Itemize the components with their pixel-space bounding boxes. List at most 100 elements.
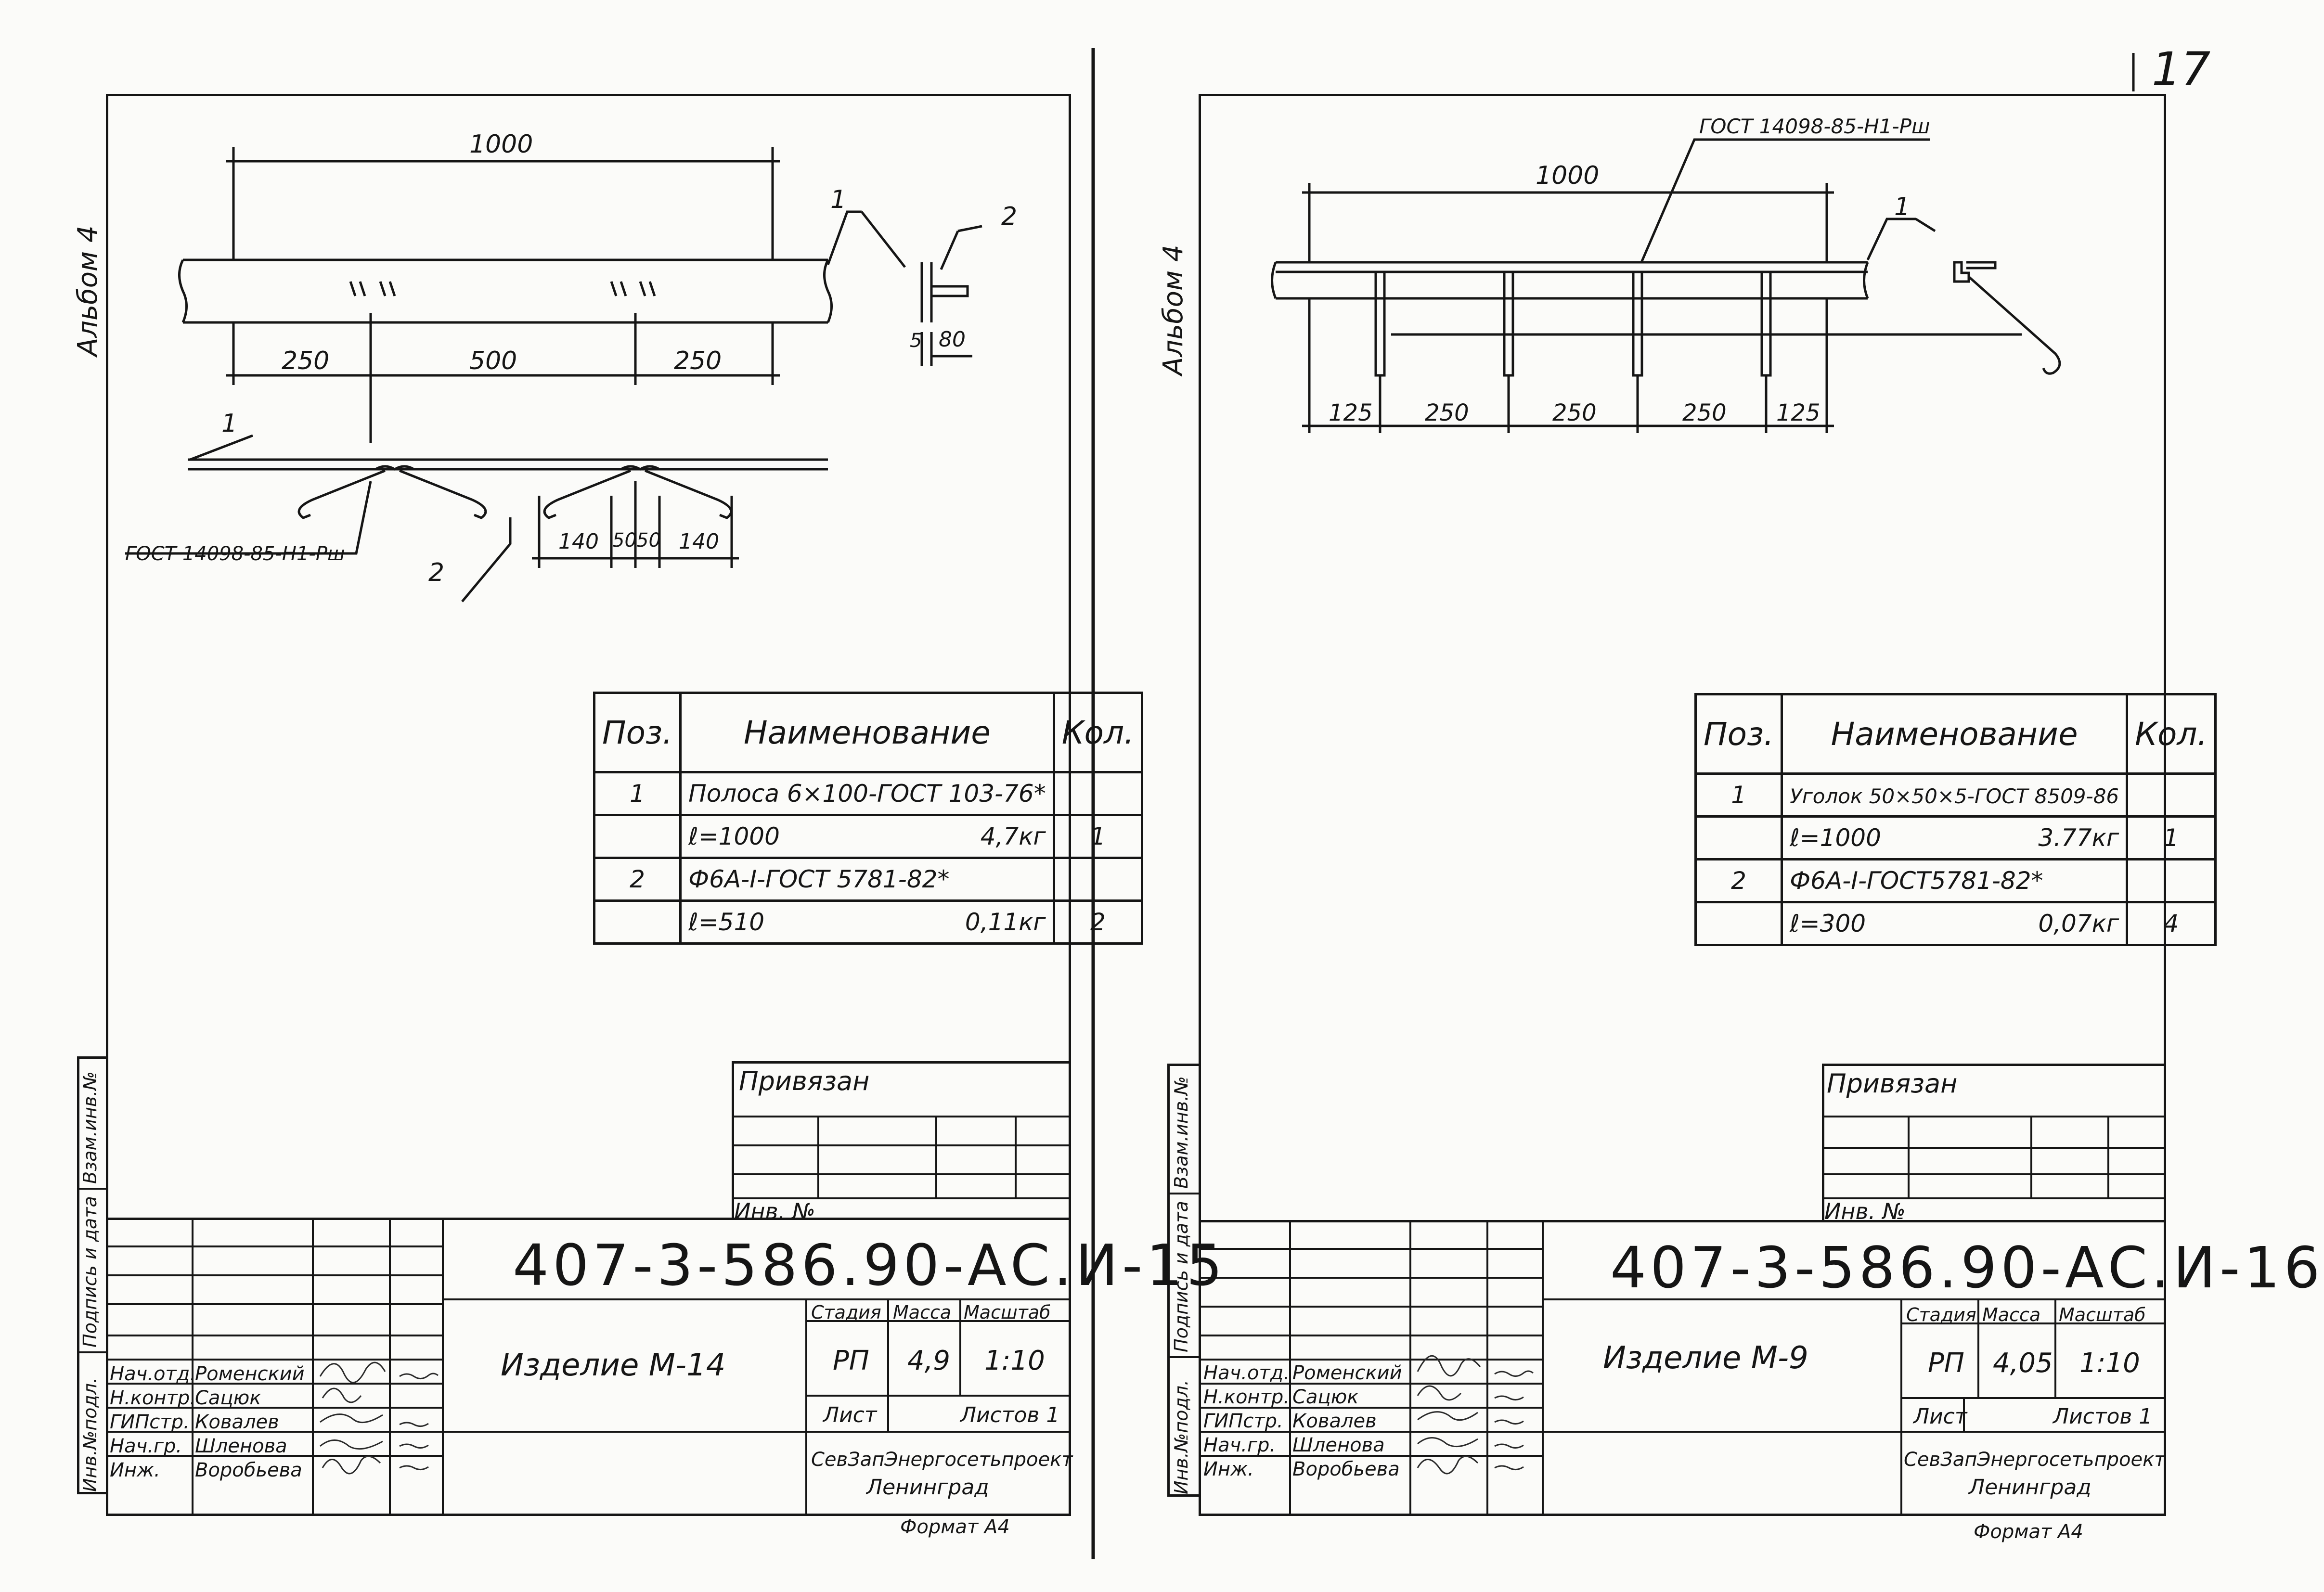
spec-header-name: Наименование [1781, 693, 2129, 775]
dim-anchor-3: 50 [636, 529, 661, 552]
spec-pos: 2 [593, 857, 682, 902]
name-0: Роменский [195, 1363, 305, 1385]
title-grid [1199, 1220, 2166, 1516]
spec-qty: 4 [2126, 901, 2217, 946]
stage-value: РП [833, 1345, 869, 1376]
stage-value: РП [1928, 1348, 1964, 1379]
spec-table: Поз. Наименование Кол. 1 Полоса 6×100-ГО… [593, 692, 1144, 945]
city-name: Ленинград [1969, 1475, 2092, 1500]
spec-pos: 1 [593, 771, 682, 816]
spec-header-qty: Кол. [2126, 693, 2217, 775]
table-row: 1 Уголок 50×50×5-ГОСТ 8509-86 [1694, 772, 2217, 818]
scale-label: Масштаб [964, 1302, 1051, 1323]
name-1: Сацюк [1292, 1386, 1359, 1408]
format-label: Формат А4 [900, 1516, 1010, 1538]
sidebar-lines [1167, 1193, 1201, 1358]
role-2: ГИПстр. [110, 1411, 190, 1433]
mass-label: Масса [893, 1302, 952, 1323]
page-number: 17 [2152, 42, 2211, 96]
name-3: Шленова [195, 1435, 287, 1457]
drawing-m9 [1271, 138, 2061, 433]
sheet-label: Лист [823, 1403, 877, 1427]
role-0: Нач.отд. [110, 1363, 196, 1385]
dim-bottom-3: 250 [674, 347, 722, 375]
mass-value: 4,9 [907, 1345, 951, 1376]
dim-bottom-1: 125 [1329, 399, 1373, 426]
sidebar-lines [77, 1188, 108, 1353]
privyazan-label: Привязан [1827, 1068, 1958, 1099]
spec-qty [1052, 771, 1144, 816]
spec-pos [593, 814, 682, 859]
spec-table: Поз. Наименование Кол. 1 Уголок 50×50×5-… [1694, 693, 2217, 946]
table-row: 2 Ф6А-I-ГОСТ 5781-82* [593, 857, 1144, 902]
callout-1: 1 [1894, 193, 1911, 221]
spec-header-qty: Кол. [1052, 692, 1144, 773]
name-2: Ковалев [195, 1411, 279, 1433]
spec-pos [1694, 815, 1783, 860]
spec-name-text: Ф6А-I-ГОСТ 5781-82* [688, 865, 950, 893]
dim-section-80: 80 [939, 327, 966, 352]
callout-1-strip: 1 [221, 409, 238, 438]
callout-2: 2 [1001, 202, 1018, 231]
role-0: Нач.отд. [1203, 1362, 1290, 1384]
stage-label: Стадия [1906, 1304, 1976, 1325]
spec-pos [1694, 901, 1783, 946]
spec-mass: 0,07кг [2038, 910, 2119, 937]
role-2: ГИПстр. [1203, 1410, 1283, 1432]
scale-value: 1:10 [2079, 1348, 2140, 1379]
drawing-m14 [125, 147, 982, 603]
spec-name-text: ℓ=300 [1790, 910, 1866, 937]
signatures [1417, 1355, 1534, 1475]
dim-section-5: 5 [910, 330, 922, 352]
spec-qty: 1 [1052, 814, 1144, 859]
org-name: СевЗапЭнергосетьпроект [1904, 1449, 2166, 1471]
drawing-code: 407-3-586.90-АС.И-15 [513, 1232, 1227, 1298]
spec-name-text: Уголок 50×50×5-ГОСТ 8509-86 [1790, 784, 2119, 808]
table-row: ℓ=1000 3.77кг 1 [1694, 815, 2217, 860]
spec-header-name: Наименование [679, 692, 1055, 773]
dim-bottom-5: 125 [1776, 399, 1820, 426]
dim-bottom-4: 250 [1682, 399, 1727, 426]
sheets-label: Листов 1 [2053, 1404, 2153, 1429]
callout-1: 1 [830, 185, 847, 214]
spec-name: Полоса 6×100-ГОСТ 103-76* [679, 771, 1055, 816]
spec-pos: 2 [1694, 858, 1783, 903]
spec-name-text: Полоса 6×100-ГОСТ 103-76* [688, 780, 1046, 808]
title-block [1199, 1220, 2166, 1516]
dim-bottom-2: 500 [469, 347, 517, 375]
spec-qty [1052, 857, 1144, 902]
inv-no-label: Инв. № [734, 1198, 815, 1224]
role-1: Н.контр. [110, 1387, 196, 1409]
weld-note: ГОСТ 14098-85-Н1-Рш [1699, 115, 1930, 138]
sheets-label: Листов 1 [960, 1403, 1060, 1427]
org-name: СевЗапЭнергосетьпроект [811, 1449, 1073, 1471]
mass-value: 4,05 [1993, 1348, 2053, 1379]
title-grid [106, 1218, 1071, 1516]
table-row: ℓ=300 0,07кг 4 [1694, 901, 2217, 946]
spec-name: ℓ=1000 3.77кг [1781, 815, 2129, 860]
privyazan-grid [1822, 1116, 2166, 1199]
spec-qty [2126, 772, 2217, 818]
spec-name-text: ℓ=1000 [1790, 824, 1881, 852]
name-3: Шленова [1292, 1434, 1385, 1456]
stage-label: Стадия [811, 1302, 881, 1323]
name-1: Сацюк [195, 1387, 261, 1409]
item-name: Изделие М-14 [501, 1348, 726, 1383]
spec-pos: 1 [1694, 772, 1783, 818]
callout-2-anchor: 2 [428, 558, 445, 587]
name-2: Ковалев [1292, 1410, 1377, 1432]
spec-name-text: ℓ=1000 [688, 822, 780, 850]
weld-note: ГОСТ 14098-85-Н1-Рш [125, 543, 345, 565]
spec-mass: 0,11кг [965, 908, 1046, 936]
dim-anchor-2: 50 [612, 529, 637, 552]
spec-name: Ф6А-I-ГОСТ5781-82* [1781, 858, 2129, 903]
spec-qty: 1 [2126, 815, 2217, 860]
name-4: Воробьева [1292, 1458, 1400, 1480]
spec-mass: 3.77кг [2038, 824, 2119, 852]
scale-label: Масштаб [2059, 1304, 2146, 1325]
table-row: 2 Ф6А-I-ГОСТ5781-82* [1694, 858, 2217, 903]
privyazan-grid [732, 1116, 1071, 1199]
